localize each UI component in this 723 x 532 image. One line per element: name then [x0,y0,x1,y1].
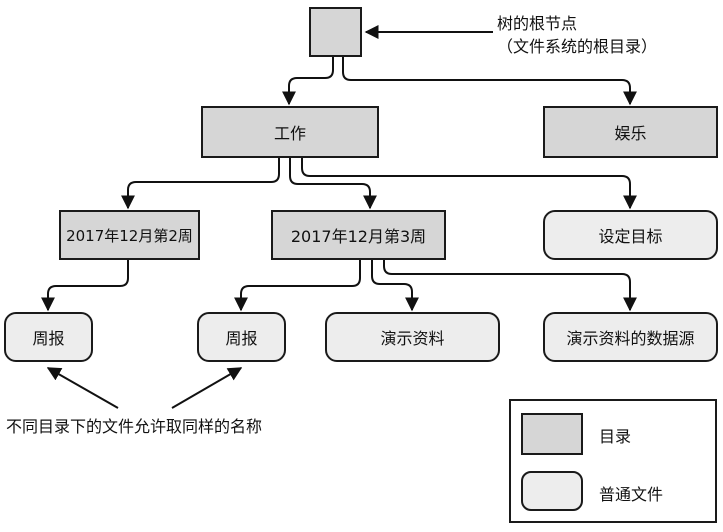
note-arrow-right [171,367,243,409]
legend-directory-label: 目录 [599,427,632,446]
edge-week2-report-a [41,260,129,312]
directory-entertainment: 娱乐 [543,106,718,158]
note-arrow-left [46,367,119,409]
edge-root-work [282,57,334,106]
directory-work: 工作 [201,106,379,158]
edge-root-entertainment [342,57,637,106]
legend: 目录 普通文件 [509,399,717,523]
legend-file-swatch [521,471,583,511]
root-annotation-line2: （文件系统的根目录） [497,37,658,56]
root-directory-node [309,7,362,57]
root-annotation-line1: 树的根节点 [497,14,578,33]
edge-work-goals [301,158,637,210]
edge-work-week3 [289,158,377,210]
legend-file-label: 普通文件 [599,485,664,504]
edge-week3-slides-source [383,260,637,312]
directory-week3: 2017年12月第3周 [271,210,446,260]
same-name-note: 不同目录下的文件允许取同样的名称 [6,417,263,436]
directory-week2: 2017年12月第2周 [59,210,200,260]
file-weekly-report-a: 周报 [4,312,93,362]
file-weekly-report-b: 周报 [197,312,286,362]
edge-week3-report-b [234,260,361,312]
edge-week3-slides [371,260,419,312]
file-slides-data-source: 演示资料的数据源 [543,312,718,362]
edge-work-week2 [121,158,280,210]
legend-directory-swatch [521,413,583,455]
file-goals: 设定目标 [543,210,718,260]
file-slides: 演示资料 [325,312,500,362]
